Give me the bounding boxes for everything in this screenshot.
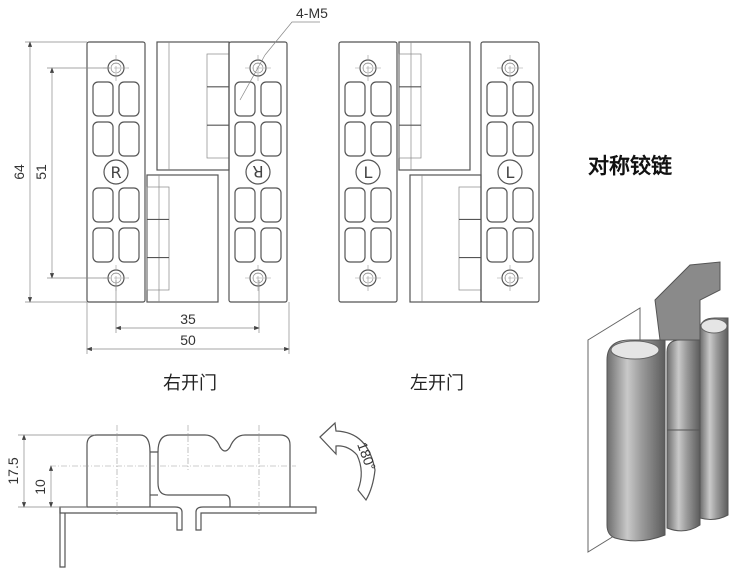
door-mark-circle <box>355 159 381 185</box>
hinge-3d-render <box>587 261 729 553</box>
door-mark-letter: L <box>506 163 515 182</box>
dim-height-17-5: 17.5 <box>5 457 21 484</box>
recess-pocket <box>512 187 534 223</box>
recess-pocket <box>486 81 508 117</box>
recess-pocket <box>118 187 140 223</box>
label-left-door: 左开门 <box>410 373 464 394</box>
recess-pocket <box>370 187 392 223</box>
side-view <box>18 421 376 568</box>
hinge-leaf <box>338 41 398 303</box>
recess-pocket <box>260 187 282 223</box>
door-mark-circle <box>103 159 129 185</box>
recess-pocket <box>118 227 140 263</box>
door-mark-circle <box>245 159 271 185</box>
recess-pocket <box>234 81 256 117</box>
hinge-knuckle <box>398 41 471 171</box>
thread-callout: 4-M5 <box>296 5 328 21</box>
hinge-knuckle <box>156 41 230 171</box>
recess-pocket <box>370 121 392 157</box>
recess-pocket <box>486 187 508 223</box>
recess-pocket <box>512 227 534 263</box>
recess-pocket <box>260 121 282 157</box>
hinge-leaf <box>228 41 288 303</box>
dimension-lines <box>25 21 320 354</box>
recess-pocket <box>344 227 366 263</box>
hinge-leaf <box>480 41 540 303</box>
recess-pocket <box>260 227 282 263</box>
recess-pocket <box>118 121 140 157</box>
door-mark-letter: R <box>252 162 263 181</box>
hinge-knuckle <box>146 174 219 303</box>
dim-height-10: 10 <box>32 479 48 495</box>
recess-pocket <box>92 81 114 117</box>
recess-pocket <box>234 187 256 223</box>
recess-pocket <box>234 121 256 157</box>
recess-pocket <box>92 227 114 263</box>
door-mark-letter: R <box>110 163 121 182</box>
recess-pocket <box>370 227 392 263</box>
recess-pocket <box>486 121 508 157</box>
recess-pocket <box>234 227 256 263</box>
dim-height-64: 64 <box>11 164 27 180</box>
recess-pocket <box>344 81 366 117</box>
recess-pocket <box>512 121 534 157</box>
recess-pocket <box>92 121 114 157</box>
dim-width-35: 35 <box>180 311 196 327</box>
recess-pocket <box>344 121 366 157</box>
hinge-knuckle <box>409 174 482 303</box>
door-mark-circle <box>497 159 523 185</box>
door-mark-letter: L <box>364 163 373 182</box>
recess-pocket <box>118 81 140 117</box>
product-title: 对称铰链 <box>588 154 673 178</box>
dim-height-51: 51 <box>33 164 49 180</box>
dim-width-50: 50 <box>180 332 196 348</box>
recess-pocket <box>344 187 366 223</box>
recess-pocket <box>92 187 114 223</box>
recess-pocket <box>486 227 508 263</box>
label-right-door: 右开门 <box>163 373 217 394</box>
knuckle-slot <box>146 186 170 291</box>
recess-pocket <box>260 81 282 117</box>
knuckle-slot <box>206 53 230 159</box>
knuckle-slot <box>398 53 422 159</box>
recess-pocket <box>370 81 392 117</box>
knuckle-slot <box>458 186 482 291</box>
recess-pocket <box>512 81 534 117</box>
